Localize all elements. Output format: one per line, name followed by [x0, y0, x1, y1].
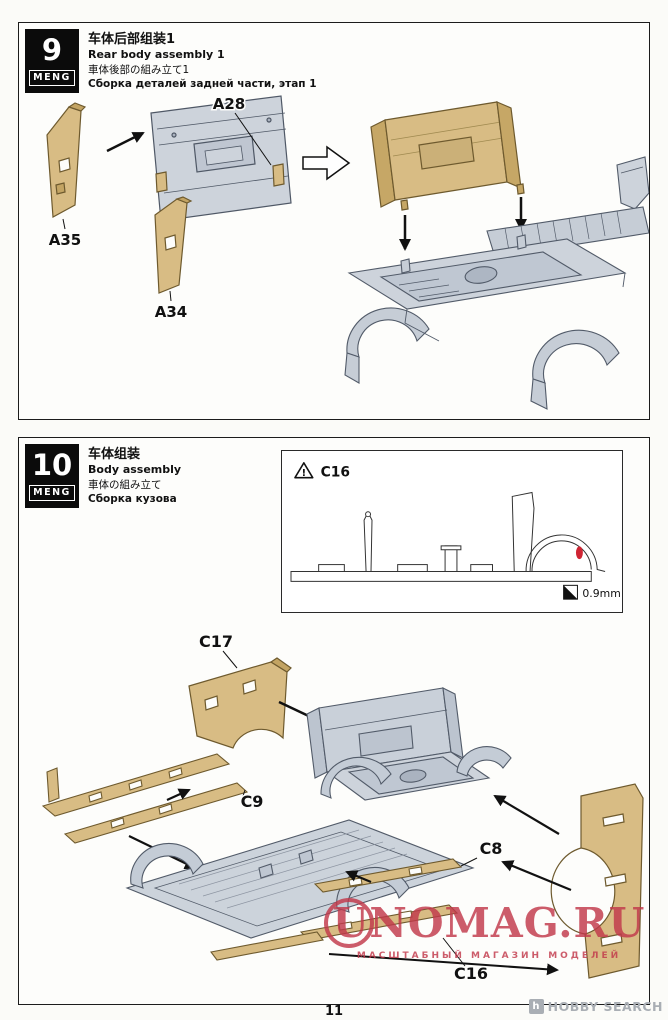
step-number: 9 — [41, 33, 63, 68]
step10-header: 10 MENG 车体组装 Body assembly 車体の組み立て Сборк… — [25, 444, 181, 508]
leader-a34 — [169, 290, 172, 302]
title-ja: 車体後部の組み立て1 — [88, 64, 190, 77]
title-en: Rear body assembly 1 — [88, 48, 225, 62]
bottom-long-arrow — [328, 953, 559, 976]
step-number: 10 — [31, 448, 73, 483]
red-marker — [575, 546, 583, 560]
leader-c17 — [222, 650, 238, 669]
thickness-icon — [563, 584, 578, 600]
part-right-side-drawing — [550, 783, 644, 979]
step9-header: 9 MENG 车体后部组装1 Rear body assembly 1 車体後部… — [25, 29, 317, 93]
warning-icon: ! — [294, 462, 314, 479]
hobby-search-logo-icon: h — [528, 999, 544, 1014]
assembly-arrow — [106, 131, 145, 153]
part-c16-drawing — [210, 904, 459, 961]
title-ru: Сборка деталей задней части, этап 1 — [88, 78, 317, 91]
part-c17-drawing — [188, 657, 292, 749]
thickness-value: 0.9mm — [582, 587, 620, 600]
body-tub-drawing — [306, 687, 512, 801]
label-c8: C8 — [480, 839, 503, 858]
step9-diagram: A35 A28 A34 — [46, 94, 649, 410]
right-panel-arrow-upper — [493, 794, 560, 835]
step10-badge: 10 MENG — [25, 444, 79, 508]
footer-brand: h HOBBY SEARCH — [528, 999, 663, 1014]
meng-logo: MENG — [29, 485, 75, 501]
step9-panel: 9 MENG 车体后部组装1 Rear body assembly 1 車体後部… — [18, 22, 650, 420]
floor-strips-drawing — [41, 753, 249, 844]
label-a35: A35 — [49, 231, 81, 249]
step9-badge: 9 MENG — [25, 29, 79, 93]
title-zh: 车体后部组装1 — [88, 31, 176, 47]
right-panel-arrow-lower — [501, 860, 572, 892]
side-view-drawing — [290, 491, 606, 582]
leader-c9 — [242, 789, 246, 797]
label-c9: C9 — [241, 792, 264, 811]
chassis-rear-drawing — [344, 156, 649, 410]
inset-part-label: C16 — [321, 465, 350, 481]
part-a34-drawing — [154, 196, 193, 294]
assembled-rear-drawing — [370, 101, 525, 211]
c8-arrow — [345, 870, 372, 884]
label-c16: C16 — [454, 964, 488, 983]
step10-diagram: C17 C9 — [41, 631, 644, 985]
c16-detail-inset: ! C16 0.9mm — [281, 450, 623, 613]
svg-text:!: ! — [302, 468, 307, 479]
label-a28: A28 — [213, 95, 245, 113]
part-a28-drawing — [150, 95, 292, 222]
leader-a28 — [234, 112, 272, 166]
leader-a35 — [62, 218, 66, 230]
label-a34: A34 — [155, 303, 187, 321]
step10-panel: 10 MENG 车体组装 Body assembly 車体の組み立て Сборк… — [18, 437, 650, 1005]
page-number: 11 — [324, 1004, 344, 1019]
meng-logo: MENG — [29, 70, 75, 86]
title-zh: 车体组装 — [88, 446, 141, 462]
step9-titles: 车体后部组装1 Rear body assembly 1 車体後部の組み立て1 … — [88, 29, 317, 93]
transform-arrow — [302, 145, 351, 181]
title-ru: Сборка кузова — [88, 493, 177, 506]
step10-titles: 车体组装 Body assembly 車体の組み立て Сборка кузова — [88, 444, 181, 508]
footer-brand-label: HOBBY SEARCH — [547, 999, 663, 1014]
label-c17: C17 — [199, 632, 233, 651]
title-en: Body assembly — [88, 463, 182, 477]
inset-side-view: ! C16 0.9mm — [290, 462, 621, 600]
leader-c16 — [442, 937, 466, 967]
part-a35-drawing — [46, 102, 87, 218]
strip-arrow — [166, 788, 191, 802]
title-ja: 車体の組み立て — [88, 479, 162, 492]
chassis-floor-drawing — [125, 819, 475, 939]
leader-c8 — [460, 857, 478, 867]
